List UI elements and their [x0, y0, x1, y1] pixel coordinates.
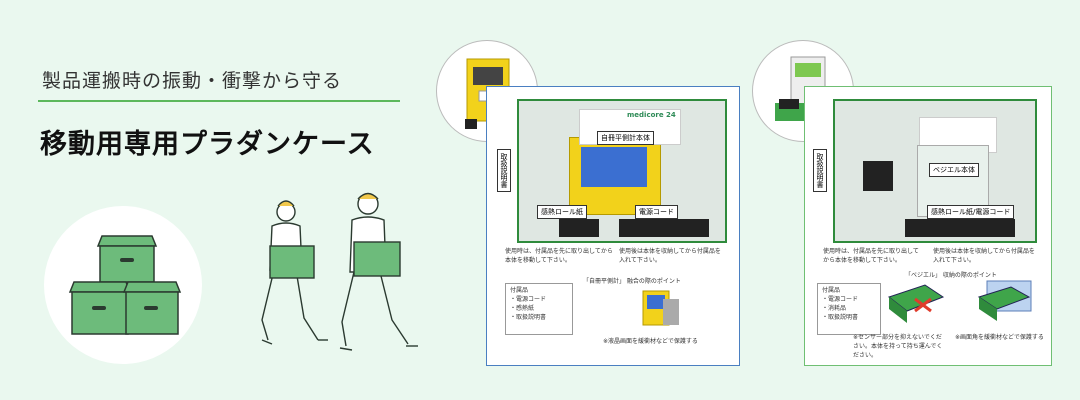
left-accessories-box: 付属品 ・電源コード ・感熱紙 ・取扱説明書: [505, 283, 573, 335]
right-device-detail-icon-2: [977, 280, 1032, 321]
right-case-panel: ベジエル本体 感熱ロール紙/電源コード 取扱説明書 使用時は、付属品を先に取り出…: [804, 86, 1052, 366]
left-device-detail-icon: [642, 290, 679, 326]
left-manual-tag: 取扱説明書: [497, 149, 511, 192]
left-note-left: 使用時は、付属品を先に取り出してから本体を移動して下さい。: [505, 248, 613, 264]
right-accessories-box: 付属品 ・電源コード ・消耗品 ・取扱説明書: [817, 283, 881, 335]
left-point-title: 「自冊平側計」 融合の際のポイント: [583, 278, 681, 285]
right-case-photo: ベジエル本体 感熱ロール紙/電源コード: [833, 99, 1037, 243]
boxes-circle: [44, 206, 202, 364]
right-point-title: 「ベジエル」 収納の際のポイント: [905, 272, 997, 279]
left-note-right: 使用後は本体を収納してから付属品を入れて下さい。: [619, 248, 721, 264]
banner-subtitle: 製品運搬時の振動・衝撃から守る: [42, 70, 343, 92]
right-device-detail-icon-1: [887, 284, 945, 323]
left-paper-label: 感熱ロール紙: [537, 205, 587, 219]
right-manual-tag: 取扱説明書: [813, 149, 827, 192]
workers-carrying-boxes-illustration: [261, 192, 418, 351]
subtitle-underline: [38, 100, 400, 102]
stacked-boxes-icon: [68, 235, 182, 335]
right-device-label: ベジエル本体: [929, 163, 979, 177]
left-device-label: 自冊平側計本体: [597, 131, 654, 145]
right-footnote-right: ※画面角を緩衝材などで保護する: [955, 334, 1044, 341]
left-case-panel: medicore 24 自冊平側計本体 感熱ロール紙 電源コード 取扱説明書 使…: [486, 86, 740, 366]
right-note-right: 使用後は本体を収納してから付属品を入れて下さい。: [933, 248, 1035, 264]
left-footnote: ※液晶画面を緩衝材などで保護する: [603, 338, 698, 345]
right-footnote-left: ※センサー部分を抑えないでください。本体を持って持ち運んでください。: [853, 334, 943, 359]
left-brand-text: medicore 24: [627, 111, 676, 119]
left-cord-label: 電源コード: [635, 205, 678, 219]
left-case-photo: medicore 24 自冊平側計本体 感熱ロール紙 電源コード: [517, 99, 727, 243]
banner-title: 移動用専用プラダンケース: [40, 129, 375, 160]
right-note-left: 使用時は、付属品を先に取り出してから本体を移動して下さい。: [823, 248, 919, 264]
right-paper-label: 感熱ロール紙/電源コード: [927, 205, 1015, 219]
